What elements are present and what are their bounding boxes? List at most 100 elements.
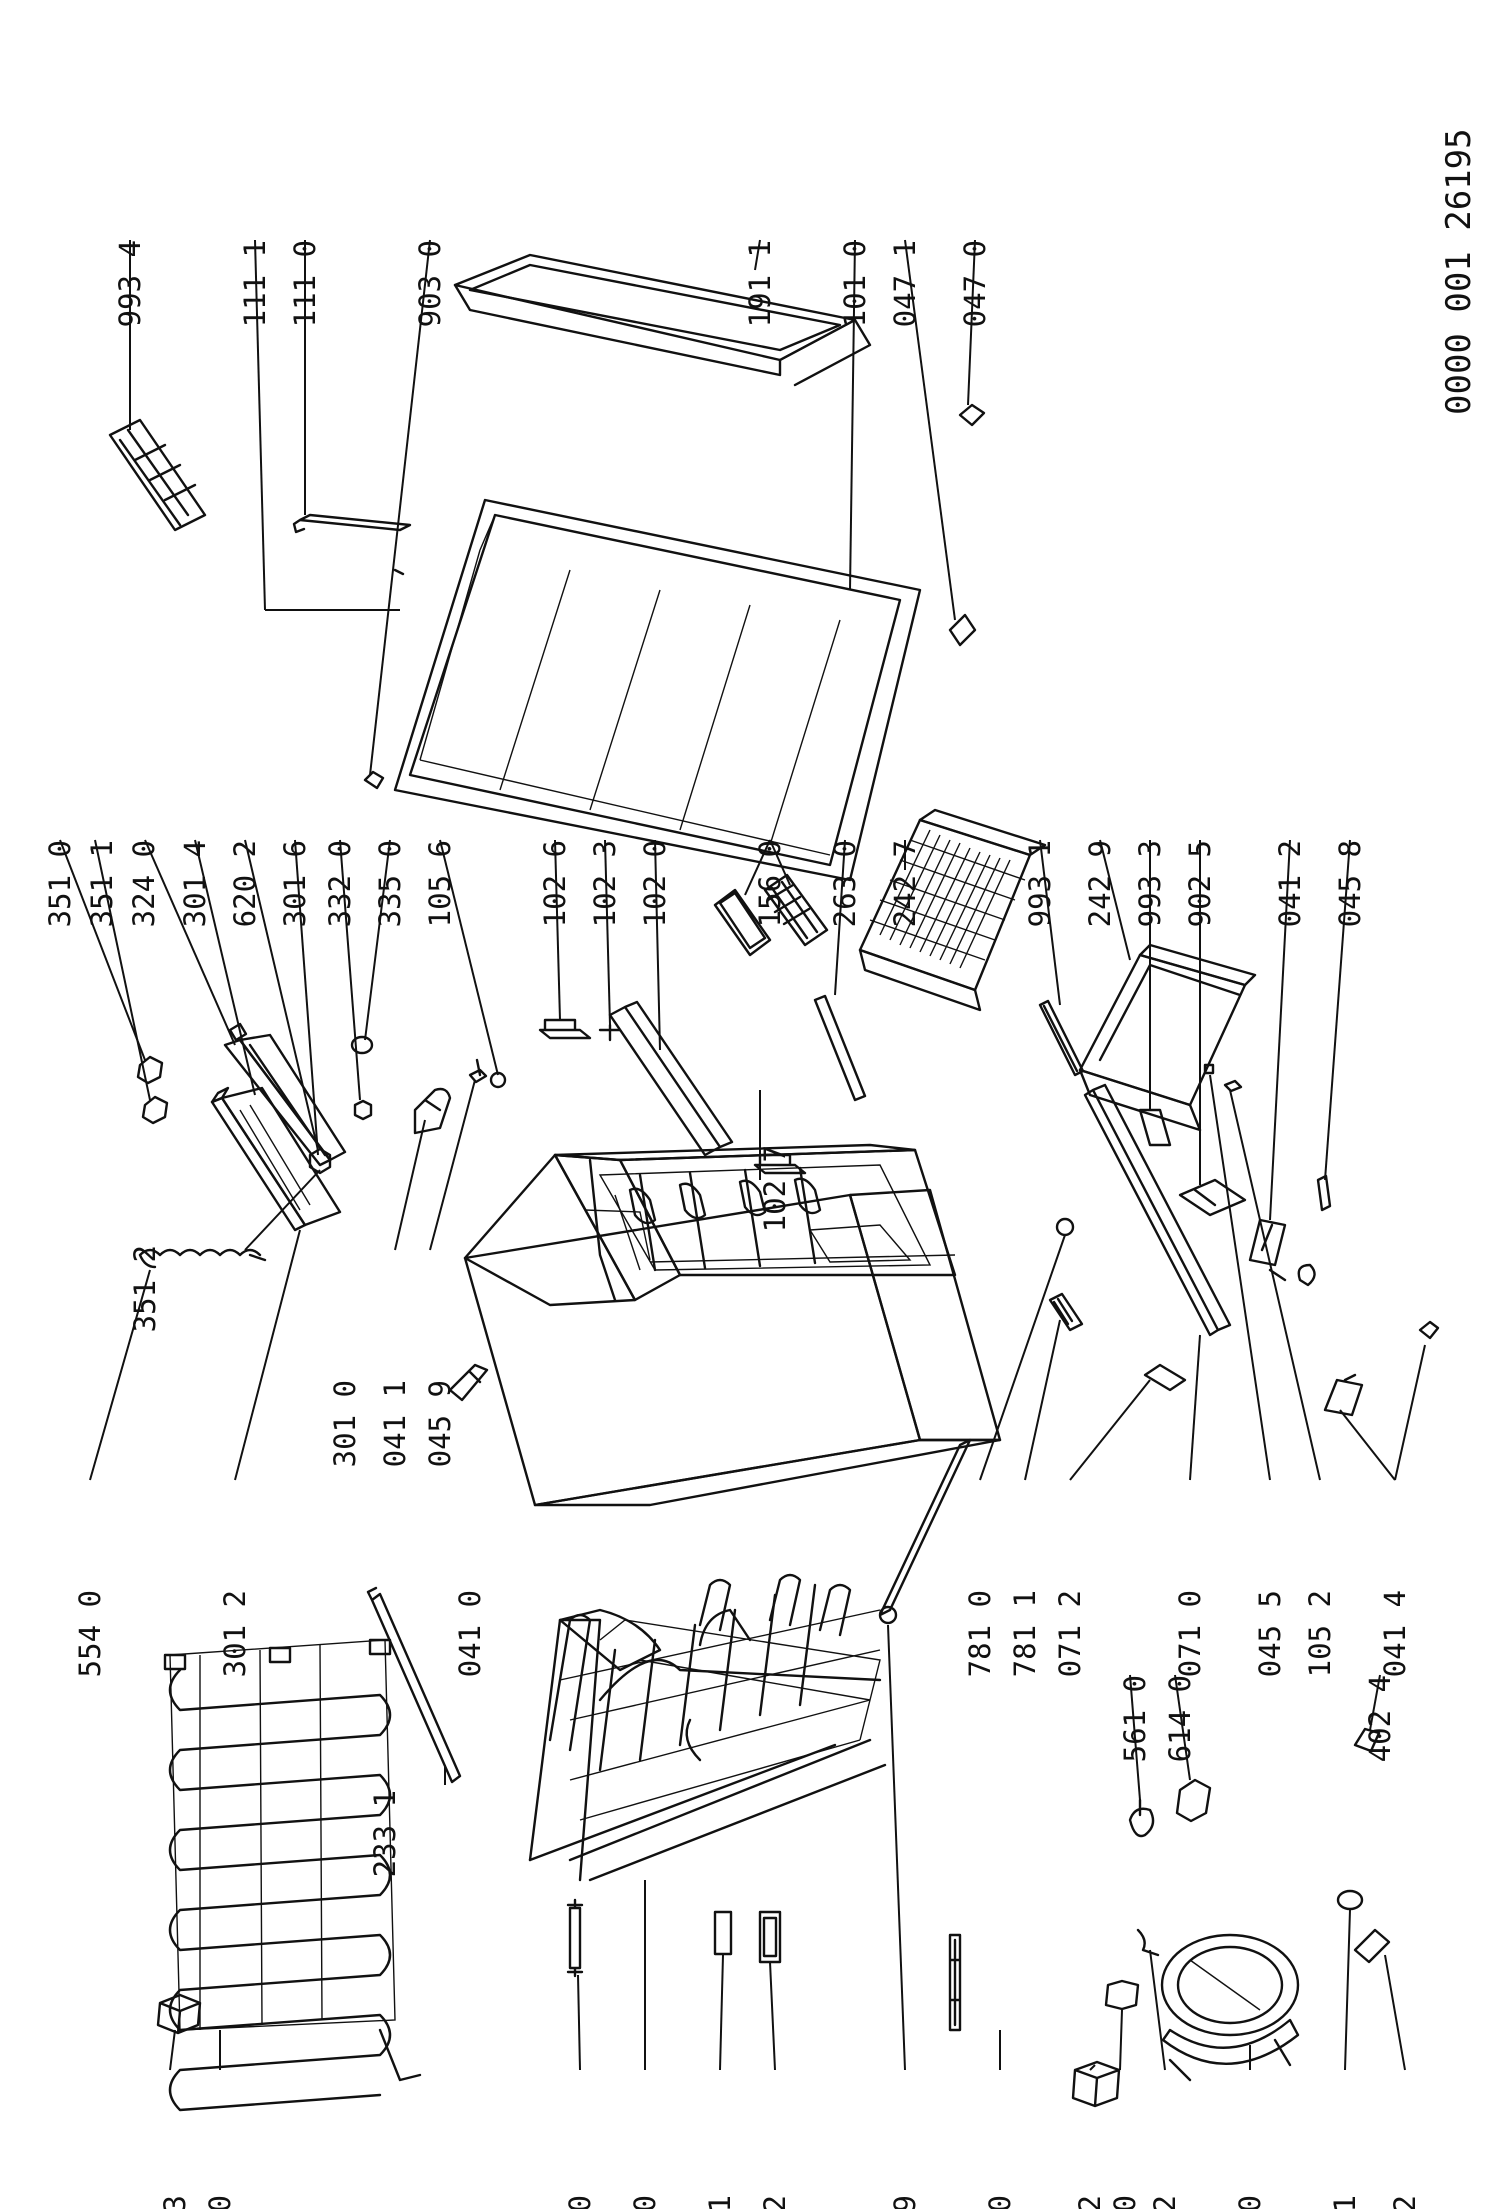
part-label: 745 0 [628,2195,662,2209]
part-label: 047 1 [888,240,922,327]
hinge-4-screw [1418,1320,1440,1340]
leader-lines [59,239,1426,2071]
part-label: 351 2 [128,1245,162,1332]
drier [156,1993,202,2035]
ice-tray [713,888,772,957]
part-label: 643 0 [983,2195,1017,2209]
part-label: 934 2 [1148,2195,1182,2209]
drawer-handle [1038,999,1085,1077]
part-label: 012 1 [1328,2195,1362,2209]
part-label: 740 3 [158,2195,192,2209]
door-hinge-bar [292,513,412,534]
part-label: 781 1 [1008,1590,1042,1677]
rail-bracket [538,1018,592,1040]
part-label: 324 0 [127,840,161,927]
part-label: 045 5 [1253,1590,1287,1677]
part-label: 102 7 [758,1145,792,1232]
dial [350,1035,374,1055]
part-label: 614 0 [1163,1675,1197,1762]
part-label: 233 9 [888,2195,922,2209]
part-label: 332 0 [323,840,357,927]
capacitor [566,1898,584,1978]
screw [468,1058,488,1084]
hinge-pin [393,568,405,576]
evaporator-shelves [528,1573,887,1882]
egg-tray [108,418,207,532]
part-label: 620 2 [228,840,262,927]
part-label: 993 3 [1133,840,1167,927]
compressor [1160,1933,1300,2082]
condenser [163,1638,422,2112]
part-label: 012 2 [1388,2195,1422,2209]
part-label: 041 2 [1273,840,1307,927]
part-label: 402 4 [1363,1675,1397,1762]
part-label: 301 4 [178,840,212,927]
document-number: 0000 001 26195 [1439,128,1479,415]
hinge-washer [1297,1263,1316,1287]
ice-tray-grid [763,873,829,947]
part-label: 242 7 [888,840,922,927]
clip [1104,1979,1140,2011]
button [353,1099,373,1121]
part-label: 111 1 [238,240,272,327]
small-cap [1223,1079,1243,1093]
lamp [141,1095,169,1125]
hinge-4 [1323,1373,1364,1417]
wire [1136,1928,1160,1957]
part-label: 111 0 [288,240,322,327]
door-gasket [453,253,872,387]
cabinet-body [463,1143,1002,1507]
inner-door [393,498,922,882]
lamp-holder [136,1055,164,1085]
control-rail [210,1086,342,1232]
cap [489,1071,507,1089]
rod [878,1438,972,1625]
bracket-902 [1178,1178,1247,1217]
part-label: 554 0 [73,1590,107,1677]
rail-clip [598,1023,622,1042]
part-label: 335 0 [373,840,407,927]
part-label: 781 0 [963,1590,997,1677]
grille [1048,1292,1084,1332]
relay [1071,2060,1121,2108]
shelf-rail [608,1000,734,1157]
part-label: 263 0 [828,840,862,927]
part-drawings [108,253,1440,2112]
part-label: 231 2 [758,2195,792,2209]
part-label: 301 0 [328,1380,362,1467]
part-label: 301 6 [278,840,312,927]
pin [1316,1174,1332,1212]
hinge-top [413,1087,452,1135]
part-label: 902 5 [1183,840,1217,927]
door-hinge-lower [948,613,977,647]
part-label: 561 0 [1118,1675,1152,1762]
part-label: 156 0 [753,840,787,927]
part-label: 993 1 [1023,840,1057,927]
part-label: 993 4 [113,240,147,327]
part-label: 402 0 [1233,2195,1267,2209]
part-label: 102 0 [638,840,672,927]
label-plate [1138,1108,1172,1147]
foot [1055,1217,1075,1237]
part-label: 740 0 [203,2195,237,2209]
part-label: 041 4 [1378,1590,1412,1677]
part-label: 041 0 [453,1590,487,1677]
part-label: 561 2 [1073,2195,1107,2209]
drawer-upper [858,808,1047,1012]
part-label: 764 0 [563,2195,597,2209]
drawer-lower [1078,943,1257,1132]
clamp [1353,1727,1381,1753]
part-label: 493 0 [1108,2195,1142,2209]
thermostat-bulb [1128,1798,1155,1838]
part-label: 903 0 [413,240,447,327]
part-label: 041 1 [378,1380,412,1467]
part-label: 102 6 [538,840,572,927]
part-label: 045 8 [1333,840,1367,927]
part-label: 101 0 [838,240,872,327]
part-label: 351 1 [85,840,119,927]
sleeve [1353,1928,1391,1964]
part-label: 301 2 [218,1590,252,1677]
part-label: 191 1 [743,240,777,327]
part-label: 071 0 [1173,1590,1207,1677]
